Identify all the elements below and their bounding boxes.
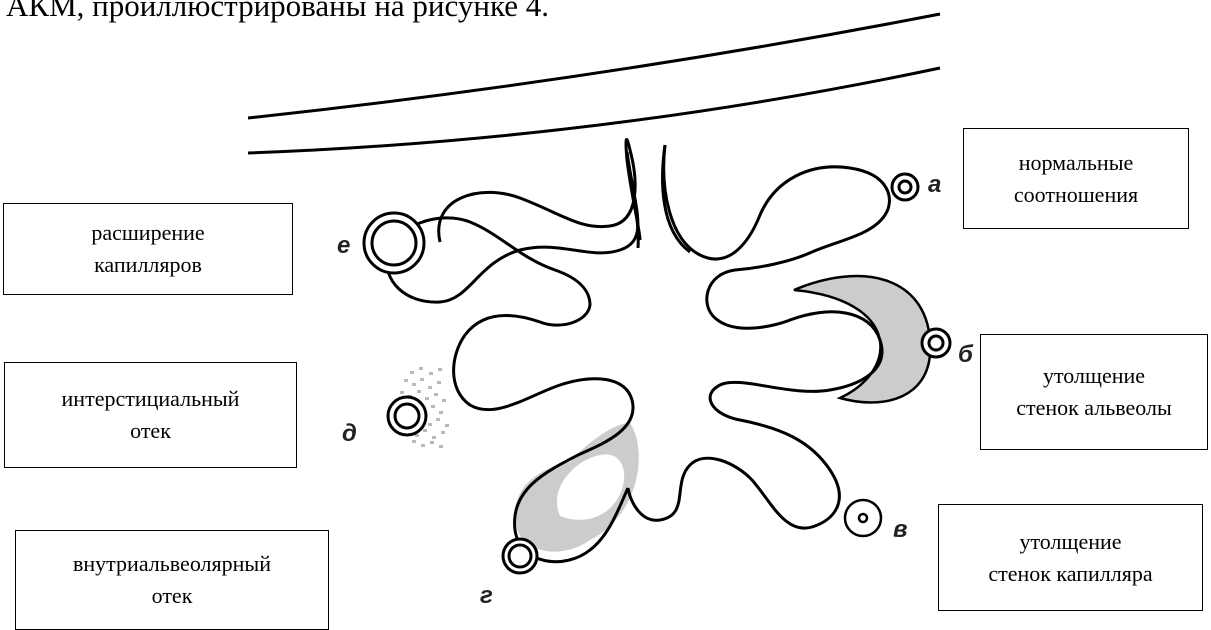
label-capillary-dilation: расширение капилляров [3,203,293,295]
label-line: стенок альвеолы [1016,392,1172,424]
label-normal-relations: нормальные соотношения [963,128,1189,229]
marker-a: а [928,171,941,198]
label-line: утолщение [1019,526,1121,558]
right-contour [628,145,889,528]
label-line: капилляров [94,249,202,281]
outer-wall-arc [248,14,940,118]
left-upper-lobe [439,139,640,242]
label-intra-alveolar-edema: внутриальвеолярный отек [15,530,329,630]
label-line: интерстициальный [62,383,240,415]
capillary-b [922,329,950,357]
label-line: стенок капилляра [988,558,1152,590]
label-line: внутриальвеолярный [73,548,271,580]
label-line: нормальные [1019,147,1134,179]
marker-d: д [342,420,357,447]
inner-wall-arc [248,68,940,153]
label-capillary-wall-thickening: утолщение стенок капилляра [938,504,1203,611]
capillary-g [503,539,537,573]
marker-b: б [958,341,974,368]
marker-v: в [893,516,908,543]
left-alveoli-outline [248,150,638,300]
label-line: отек [130,415,171,447]
label-alveolar-wall-thickening: утолщение стенок альвеолы [980,334,1208,450]
label-interstitial-edema: интерстициальный отек [4,362,297,468]
label-line: расширение [91,217,204,249]
capillary-a [892,174,918,200]
marker-e: е [337,232,350,259]
label-line: соотношения [1014,179,1138,211]
label-line: отек [152,580,193,612]
label-line: утолщение [1043,360,1145,392]
capillary-v [845,500,881,536]
alveolar-wall-thickening [794,276,930,402]
marker-g: г [480,582,493,609]
capillary-d [388,397,426,435]
capillary-e [364,213,424,273]
